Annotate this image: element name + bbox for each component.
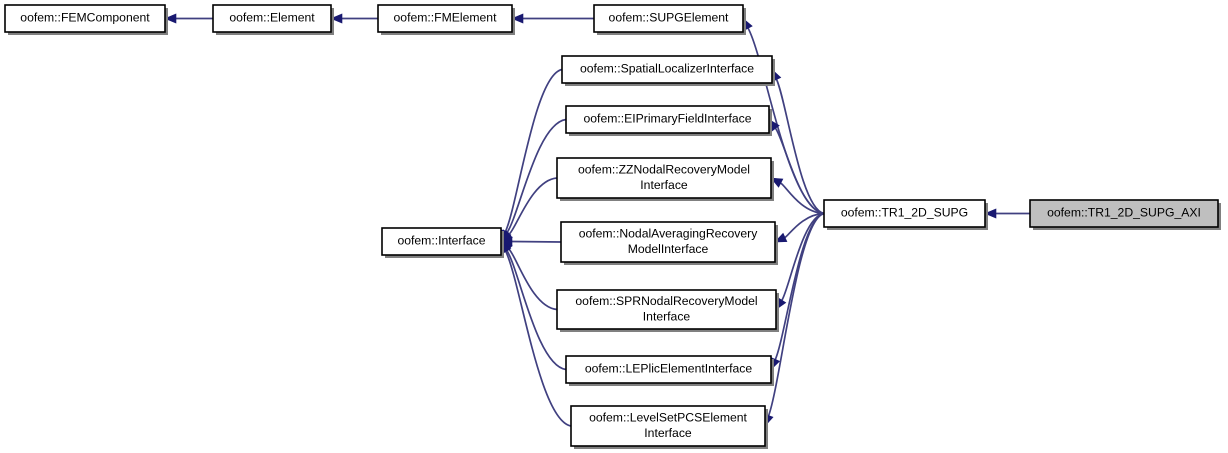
arrow-to-fmelement xyxy=(511,13,524,24)
node-fmelement[interactable]: oofem::FMElement xyxy=(377,4,515,35)
node-label-sprnodalrecovery: oofem::SPRNodalRecoveryModel xyxy=(575,294,757,308)
node-box-element[interactable] xyxy=(212,4,332,33)
node-label-eiprimaryfield: oofem::EIPrimaryFieldInterface xyxy=(584,112,752,126)
edge-tr1_2d_supg_axi-to-tr1_2d_supg xyxy=(984,208,1030,219)
node-box-leplicelement[interactable] xyxy=(565,355,772,384)
edge-levelsetpcs-to-interface xyxy=(500,240,572,427)
node-spatiallocalizer[interactable]: oofem::SpatialLocalizerInterface xyxy=(561,55,775,86)
edge-element-to-femcomponent xyxy=(164,13,213,24)
node-box-sprnodalrecovery[interactable] xyxy=(556,289,777,330)
node-label-sprnodalrecovery: Interface xyxy=(643,309,691,323)
edge-zznodalrecovery-to-interface xyxy=(500,177,558,243)
edge-tr1_2d_supg-to-leplicelement xyxy=(770,212,825,371)
node-label-femcomponent: oofem::FEMComponent xyxy=(20,11,150,25)
node-box-supgelement[interactable] xyxy=(593,4,744,33)
node-label-nodalaveraging: ModelInterface xyxy=(628,242,709,256)
node-box-fmelement[interactable] xyxy=(377,4,513,33)
node-interface[interactable]: oofem::Interface xyxy=(381,227,504,258)
node-label-tr1_2d_supg_axi: oofem::TR1_2D_SUPG_AXI xyxy=(1047,206,1201,220)
arrow-to-tr1_2d_supg xyxy=(984,208,997,219)
node-box-nodalaveraging[interactable] xyxy=(560,221,776,263)
node-box-spatiallocalizer[interactable] xyxy=(561,55,773,84)
node-box-levelsetpcs[interactable] xyxy=(570,405,766,447)
node-label-nodalaveraging: oofem::NodalAveragingRecovery xyxy=(579,226,759,240)
edge-tr1_2d_supg-to-spatiallocalizer xyxy=(771,68,825,215)
node-label-supgelement: oofem::SUPGElement xyxy=(609,11,730,25)
edge-fmelement-to-element xyxy=(330,13,378,24)
node-nodalaveraging[interactable]: oofem::NodalAveragingRecoveryModelInterf… xyxy=(560,221,778,265)
node-leplicelement[interactable]: oofem::LEPlicElementInterface xyxy=(565,355,774,386)
arrow-to-femcomponent xyxy=(164,13,177,24)
node-box-eiprimaryfield[interactable] xyxy=(565,105,770,134)
node-tr1_2d_supg[interactable]: oofem::TR1_2D_SUPG xyxy=(823,199,988,230)
node-box-tr1_2d_supg_axi[interactable] xyxy=(1029,199,1219,228)
node-label-interface: oofem::Interface xyxy=(397,234,485,248)
node-femcomponent[interactable]: oofem::FEMComponent xyxy=(4,4,168,35)
node-label-leplicelement: oofem::LEPlicElementInterface xyxy=(585,362,753,376)
edge-supgelement-to-fmelement xyxy=(511,13,594,24)
node-tr1_2d_supg_axi[interactable]: oofem::TR1_2D_SUPG_AXI xyxy=(1029,199,1221,230)
node-element[interactable]: oofem::Element xyxy=(212,4,334,35)
edge-spatiallocalizer-to-interface xyxy=(500,68,563,243)
node-label-levelsetpcs: oofem::LevelSetPCSElement xyxy=(589,410,747,424)
node-label-zznodalrecovery: oofem::ZZNodalRecoveryModel xyxy=(578,162,750,176)
node-box-femcomponent[interactable] xyxy=(4,4,166,33)
arrow-to-element xyxy=(330,13,343,24)
node-box-zznodalrecovery[interactable] xyxy=(556,157,772,199)
node-box-interface[interactable] xyxy=(381,227,502,256)
node-label-spatiallocalizer: oofem::SpatialLocalizerInterface xyxy=(580,62,754,76)
edge-sprnodalrecovery-to-interface xyxy=(500,240,558,311)
node-label-tr1_2d_supg: oofem::TR1_2D_SUPG xyxy=(841,206,968,220)
node-supgelement[interactable]: oofem::SUPGElement xyxy=(593,4,746,35)
node-label-fmelement: oofem::FMElement xyxy=(394,11,498,25)
node-label-zznodalrecovery: Interface xyxy=(640,178,688,192)
node-label-levelsetpcs: Interface xyxy=(644,426,692,440)
node-box-tr1_2d_supg[interactable] xyxy=(823,199,986,228)
node-label-element: oofem::Element xyxy=(229,11,315,25)
node-eiprimaryfield[interactable]: oofem::EIPrimaryFieldInterface xyxy=(565,105,772,136)
